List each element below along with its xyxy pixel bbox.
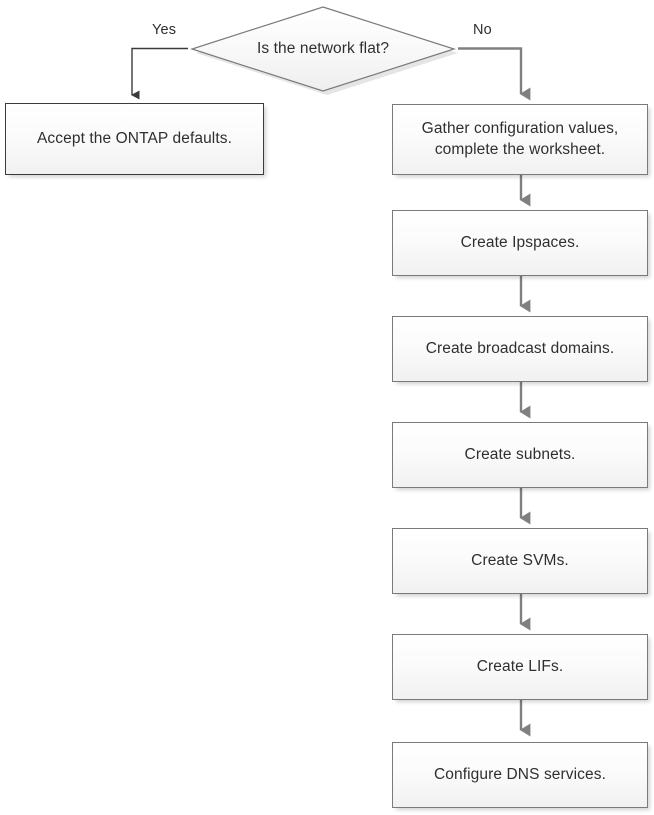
node-configure-dns-services[interactable]: Configure DNS services. bbox=[392, 742, 648, 808]
node-accept-ontap-defaults[interactable]: Accept the ONTAP defaults. bbox=[5, 103, 264, 175]
decision-label: Is the network flat? bbox=[256, 40, 390, 57]
edge-label-no: No bbox=[473, 22, 492, 38]
node-label: Create Ipspaces. bbox=[460, 233, 580, 251]
node-gather-configuration-values[interactable]: Gather configuration values, complete th… bbox=[392, 104, 648, 175]
node-create-subnets[interactable]: Create subnets. bbox=[392, 422, 648, 488]
edge-yes bbox=[130, 47, 188, 100]
edge-no bbox=[458, 47, 531, 101]
node-create-svms[interactable]: Create SVMs. bbox=[392, 528, 648, 594]
node-label: Gather configuration values, complete th… bbox=[421, 119, 619, 158]
node-create-lifs[interactable]: Create LIFs. bbox=[392, 634, 648, 700]
node-label: Accept the ONTAP defaults. bbox=[36, 129, 232, 147]
edge-label-yes: Yes bbox=[152, 22, 177, 38]
node-label: Configure DNS services. bbox=[434, 765, 606, 783]
diamond-shape bbox=[190, 6, 458, 95]
node-label: Create subnets. bbox=[464, 445, 576, 463]
node-label: Create LIFs. bbox=[476, 657, 564, 675]
node-create-broadcast-domains[interactable]: Create broadcast domains. bbox=[392, 316, 648, 382]
node-label: Create SVMs. bbox=[471, 551, 569, 569]
node-create-ipspaces[interactable]: Create Ipspaces. bbox=[392, 210, 648, 276]
node-label: Create broadcast domains. bbox=[425, 339, 615, 357]
decision-node-network-flat[interactable]: Is the network flat? bbox=[188, 3, 458, 95]
